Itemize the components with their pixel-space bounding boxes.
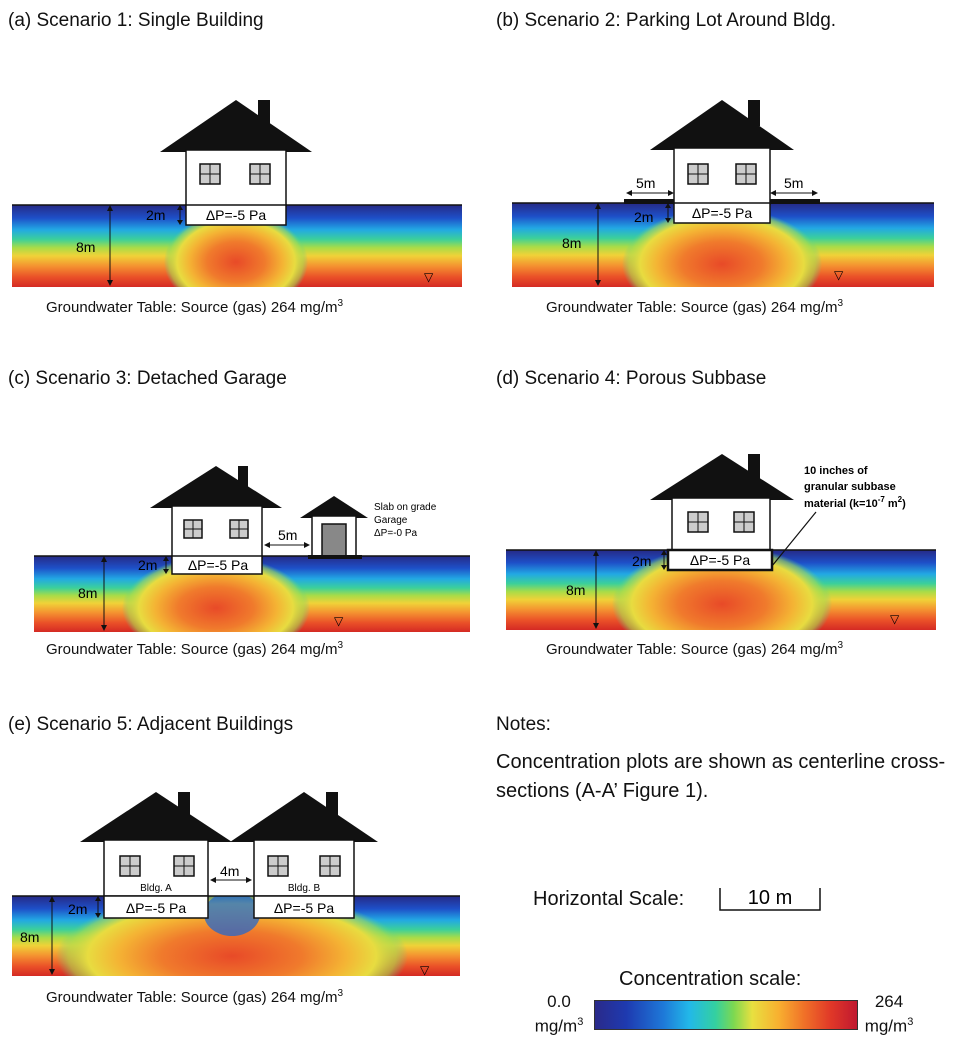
panel-e-house-a xyxy=(80,792,232,919)
panel-d-title: (d) Scenario 4: Porous Subbase xyxy=(496,368,767,389)
panel-e-title: (e) Scenario 5: Adjacent Buildings xyxy=(8,714,294,735)
concentration-scale-max: 264 mg/m3 xyxy=(864,992,914,1036)
water-table-icon: ▽ xyxy=(334,614,344,628)
panel-e-house-b xyxy=(230,792,378,919)
window-icon xyxy=(199,163,221,185)
panel-c-depth-8m: 8m xyxy=(78,585,97,601)
panel-b-parking-left-width: 5m xyxy=(636,175,655,191)
panel-c-title: (c) Scenario 3: Detached Garage xyxy=(8,368,287,389)
garage-label-line1: Slab on grade xyxy=(374,502,437,513)
subbase-label-line1: 10 inches of xyxy=(804,465,868,477)
water-table-icon: ▽ xyxy=(424,270,434,284)
panel-d-depth-8m: 8m xyxy=(566,582,585,598)
panel-a-title: (a) Scenario 1: Single Building xyxy=(8,10,264,31)
panel-c-caption: Groundwater Table: Source (gas) 264 mg/m… xyxy=(46,640,344,658)
window-icon xyxy=(687,163,709,185)
concentration-scale-min: 0.0 mg/m3 xyxy=(534,992,584,1036)
panel-c-pressure-label: ΔP=-5 Pa xyxy=(188,557,249,573)
panel-c-garage xyxy=(300,496,368,559)
water-table-icon: ▽ xyxy=(834,268,844,282)
panel-d-dimensions xyxy=(593,511,817,629)
panel-a-depth-2m: 2m xyxy=(146,207,165,223)
panel-a-caption: Groundwater Table: Source (gas) 264 mg/m… xyxy=(46,298,344,316)
concentration-scale-title: Concentration scale: xyxy=(619,968,802,990)
panel-b-dimensions xyxy=(595,190,818,286)
window-icon xyxy=(733,511,755,533)
panel-b-depth-8m: 8m xyxy=(562,235,581,251)
panel-b-parking-right-width: 5m xyxy=(784,175,803,191)
subbase-label-line2: granular subbase xyxy=(804,481,896,493)
panel-a-house xyxy=(160,100,312,226)
panel-a-pressure-label: ΔP=-5 Pa xyxy=(206,207,267,223)
notes-body: Concentration plots are shown as centerl… xyxy=(496,751,946,802)
garage-label-line3: ΔP=-0 Pa xyxy=(374,528,418,539)
panel-e-caption: Groundwater Table: Source (gas) 264 mg/m… xyxy=(46,988,344,1006)
panel-d-pressure-label: ΔP=-5 Pa xyxy=(690,552,751,568)
window-icon xyxy=(183,519,203,539)
panel-e-buildings-gap: 4m xyxy=(220,863,239,879)
bldg-a-label: Bldg. A xyxy=(140,883,172,894)
panel-b-house xyxy=(650,100,794,224)
bldg-b-label: Bldg. B xyxy=(288,883,321,894)
garage-label-line2: Garage xyxy=(374,515,408,526)
panel-d-caption: Groundwater Table: Source (gas) 264 mg/m… xyxy=(546,640,844,658)
panel-c-house xyxy=(150,466,282,575)
window-icon xyxy=(687,511,709,533)
panel-e-depth-2m: 2m xyxy=(68,901,87,917)
panel-c-depth-2m: 2m xyxy=(138,557,157,573)
parking-lot-right xyxy=(768,199,820,204)
panel-e-pressure-label-b: ΔP=-5 Pa xyxy=(274,900,335,916)
panel-b-pressure-label: ΔP=-5 Pa xyxy=(692,205,753,221)
garage-door-icon xyxy=(321,523,347,557)
water-table-icon: ▽ xyxy=(890,612,900,626)
window-icon xyxy=(319,855,341,877)
water-table-icon: ▽ xyxy=(420,963,430,977)
notes-heading: Notes: xyxy=(496,714,551,735)
panel-a-depth-8m: 8m xyxy=(76,239,95,255)
panel-d-house xyxy=(650,454,794,572)
panel-a-dimensions xyxy=(107,205,183,286)
subbase-label-line3: material (k=10-7 m2) xyxy=(804,495,906,510)
horizontal-scale-label: Horizontal Scale: xyxy=(533,888,685,910)
panel-e-pressure-label-a: ΔP=-5 Pa xyxy=(126,900,187,916)
panel-b-caption: Groundwater Table: Source (gas) 264 mg/m… xyxy=(546,298,844,316)
panel-c-garage-gap: 5m xyxy=(278,527,297,543)
window-icon xyxy=(249,163,271,185)
window-icon xyxy=(267,855,289,877)
parking-lot-left xyxy=(624,199,676,204)
panel-e-dimensions xyxy=(49,877,252,975)
panel-b-depth-2m: 2m xyxy=(634,209,653,225)
panel-b-title: (b) Scenario 2: Parking Lot Around Bldg. xyxy=(496,10,837,31)
panel-d-depth-2m: 2m xyxy=(632,553,651,569)
panel-c-dimensions xyxy=(101,542,310,631)
window-icon xyxy=(229,519,249,539)
horizontal-scale-bracket xyxy=(719,888,821,911)
window-icon xyxy=(735,163,757,185)
window-icon xyxy=(119,855,141,877)
panel-e-depth-8m: 8m xyxy=(20,929,39,945)
concentration-color-bar xyxy=(594,1000,858,1030)
horizontal-scale-value: 10 m xyxy=(748,887,792,909)
window-icon xyxy=(173,855,195,877)
